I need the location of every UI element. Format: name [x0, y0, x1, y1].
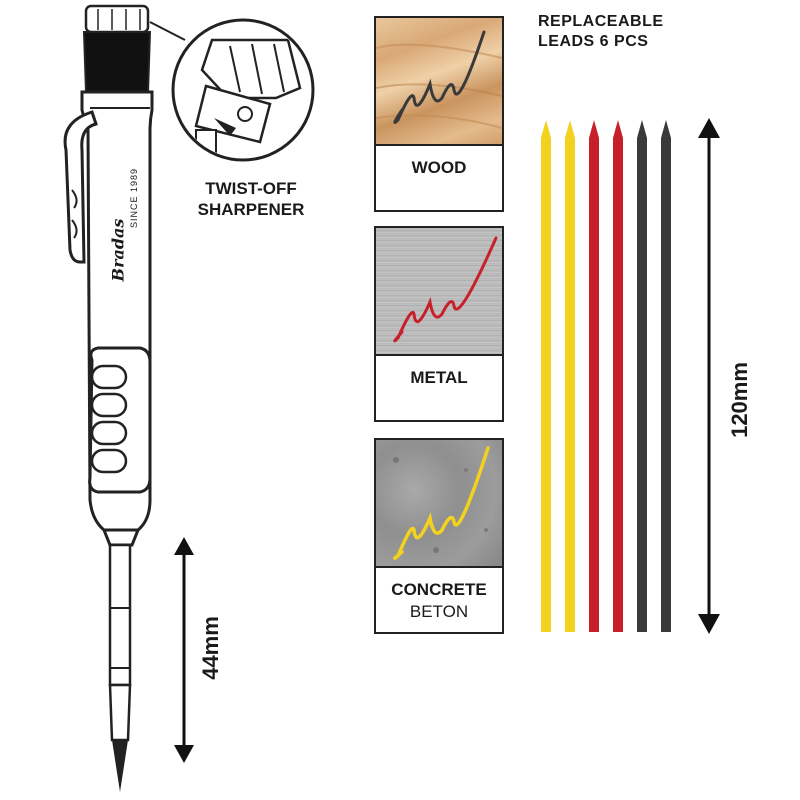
lead-6	[661, 120, 671, 632]
lead-5	[637, 120, 647, 632]
lead-dimension-arrow	[698, 118, 720, 634]
surface-card-metal: METAL	[374, 226, 504, 422]
surface-label-metal: METAL	[410, 368, 468, 387]
surface-label-wood: WOOD	[411, 158, 467, 177]
wood-scribble	[393, 30, 486, 124]
surface-sublabel-concrete: BETON	[409, 602, 469, 621]
metal-scribble	[393, 236, 498, 343]
brand-since: SINCE 1989	[129, 167, 139, 229]
wood-swatch	[376, 18, 502, 146]
sharpener-label-line1: TWIST-OFF	[205, 179, 297, 198]
tip-dimension-arrow	[174, 537, 194, 763]
tip-length-label: 44mm	[198, 616, 223, 680]
leads-heading-line1: REPLACEABLE	[538, 13, 664, 30]
lead-length-label: 120mm	[727, 362, 752, 438]
sharpener-cap	[82, 4, 152, 93]
brand-logo: Bradas	[108, 218, 128, 282]
metal-swatch	[376, 228, 502, 356]
lead-tip	[108, 543, 132, 792]
concrete-scribble	[393, 446, 490, 560]
surface-label-concrete: CONCRETE	[391, 580, 487, 599]
surface-card-wood: WOOD	[374, 16, 504, 212]
pocket-clip	[63, 110, 98, 264]
concrete-swatch	[376, 440, 502, 568]
lead-4	[613, 120, 623, 632]
leads-set	[541, 120, 671, 632]
lead-1	[541, 120, 551, 632]
lead-3	[589, 120, 599, 632]
lead-2	[565, 120, 575, 632]
surface-card-concrete: CONCRETE BETON	[374, 438, 504, 634]
sharpener-label-line2: SHARPENER	[197, 200, 305, 219]
leads-heading: REPLACEABLE LEADS 6 PCS	[538, 12, 664, 52]
sharpener-label: TWIST-OFF SHARPENER	[176, 178, 326, 220]
leads-heading-line2: LEADS 6 PCS	[538, 33, 649, 50]
